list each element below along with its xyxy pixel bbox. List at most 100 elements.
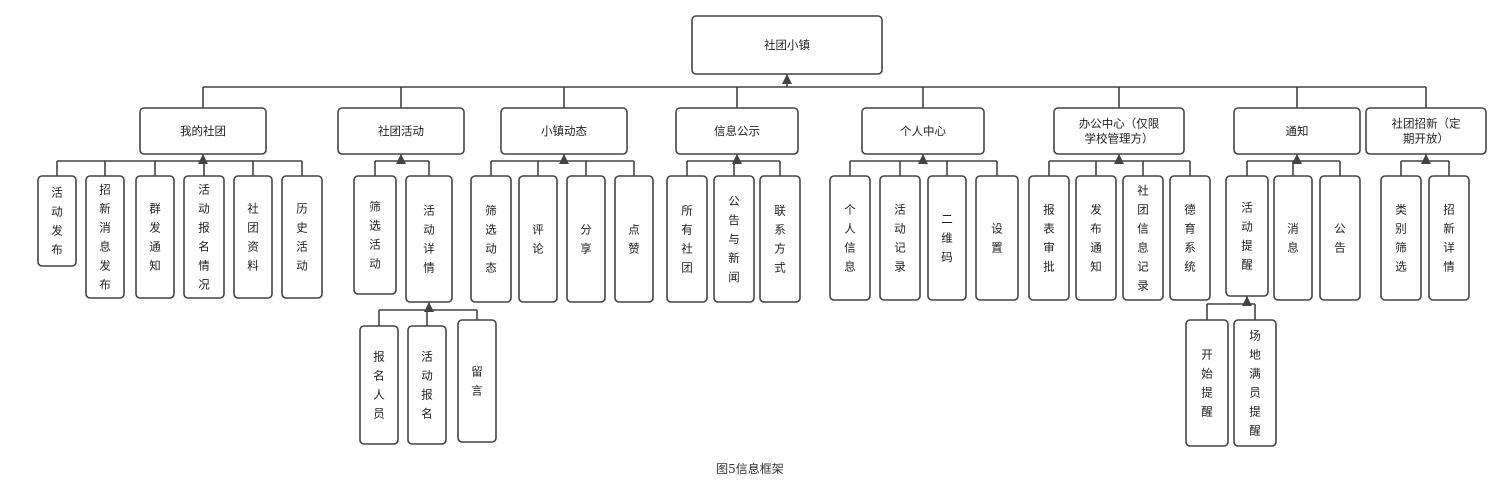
node-label: 个人中心 [900,124,946,138]
connector-info [686,154,781,176]
node-box [614,175,654,303]
node-label: 分享 [580,223,592,256]
node-box [500,107,628,155]
node-box [1365,107,1487,155]
connector-town [490,154,635,176]
node-label: 消息 [1287,222,1299,255]
node-m3: 群发通知 [135,175,175,299]
node-label: 德育系统 [1184,203,1196,274]
node-box [1169,175,1211,301]
node-label: 通知 [1286,124,1309,138]
connector-recruit [1400,154,1450,176]
node-box [861,107,985,155]
node-label: 所有社团 [681,204,693,275]
node-a2: 活动详情 [405,175,453,303]
node-o1: 报表审批 [1028,175,1070,301]
node-a1: 筛选活动 [353,175,397,295]
connector-act [374,154,430,176]
node-box [675,107,799,155]
node-m1: 活动发布 [37,175,77,267]
arrowhead [1242,296,1252,306]
node-box [975,175,1019,301]
node-n1: 活动提醒 [1225,175,1269,297]
node-box [37,175,77,267]
node-i3: 联系方式 [759,175,801,303]
node-o3: 社团信息记录 [1122,175,1164,301]
node-box [1319,175,1361,301]
node-label: 报名人员 [373,350,385,421]
arrowhead [1292,154,1302,164]
node-n11: 开始提醒 [1185,319,1229,447]
node-label: 公告 [1334,222,1346,255]
arrowhead [424,302,434,312]
node-label: 小镇动态 [541,124,587,138]
node-root: 社团小镇 [691,15,883,75]
arrowhead [198,154,208,164]
node-box [713,175,755,303]
node-label: 发布通知 [1090,203,1102,274]
node-box [566,175,606,303]
node-n12: 场地满员提醒 [1233,319,1277,447]
node-a23: 留言 [457,319,497,443]
node-label: 社团小镇 [764,38,810,52]
node-p2: 活动记录 [879,175,921,301]
arrowhead [396,154,406,164]
node-label: 活动提醒 [1241,201,1253,272]
node-n2: 消息 [1273,175,1313,301]
node-label: 我的社团 [180,124,226,138]
node-label: 报表审批 [1043,203,1055,274]
arrowhead [1114,154,1124,164]
node-box [139,107,267,155]
arrowhead [732,154,742,164]
node-box [1075,175,1117,301]
node-p3: 二维码 [927,175,967,301]
node-box [233,175,273,299]
node-box [1233,107,1361,155]
node-box [927,175,967,301]
node-box [1225,175,1269,297]
node-box [1233,319,1277,447]
node-o2: 发布通知 [1075,175,1117,301]
node-a21: 报名人员 [359,325,399,445]
node-label: 社团信息记录 [1137,184,1149,293]
node-label: 联系方式 [774,204,786,275]
node-label: 活动报名情况 [198,183,210,292]
node-box [1428,175,1470,301]
node-label: 招新详情 [1443,203,1455,274]
node-box [1273,175,1313,301]
node-box [359,325,399,445]
node-box [829,175,871,301]
node-n3: 公告 [1319,175,1361,301]
node-office: 办公中心（仅限学校管理方） [1053,107,1185,155]
node-box [879,175,921,301]
node-m2: 招新消息发布 [85,175,125,299]
connector-a2 [378,302,478,326]
node-box [1185,319,1229,447]
node-m4: 活动报名情况 [183,175,225,299]
node-box [518,175,558,303]
node-i1: 所有社团 [666,175,708,303]
node-label: 信息公示 [714,124,760,138]
node-box [405,175,453,303]
node-box [1380,175,1422,301]
node-box [337,107,465,155]
node-label: 开始提醒 [1201,348,1213,419]
node-label: 办公中心（仅限学校管理方） [1079,117,1160,146]
node-box [666,175,708,303]
connector-personal [849,154,998,176]
node-box [457,319,497,443]
node-label: 评论 [532,223,544,256]
connector-n1 [1206,296,1256,320]
arrowhead [918,154,928,164]
node-info: 信息公示 [675,107,799,155]
node-i2: 公告与新闻 [713,175,755,303]
node-personal: 个人中心 [861,107,985,155]
node-label: 活动发布 [51,186,63,257]
node-box [407,325,447,445]
node-label: 筛选动态 [485,204,497,275]
node-label: 社团活动 [378,124,424,138]
arrowhead [782,74,792,84]
node-box [1122,175,1164,301]
arrowhead [559,154,569,164]
node-box [85,175,125,299]
